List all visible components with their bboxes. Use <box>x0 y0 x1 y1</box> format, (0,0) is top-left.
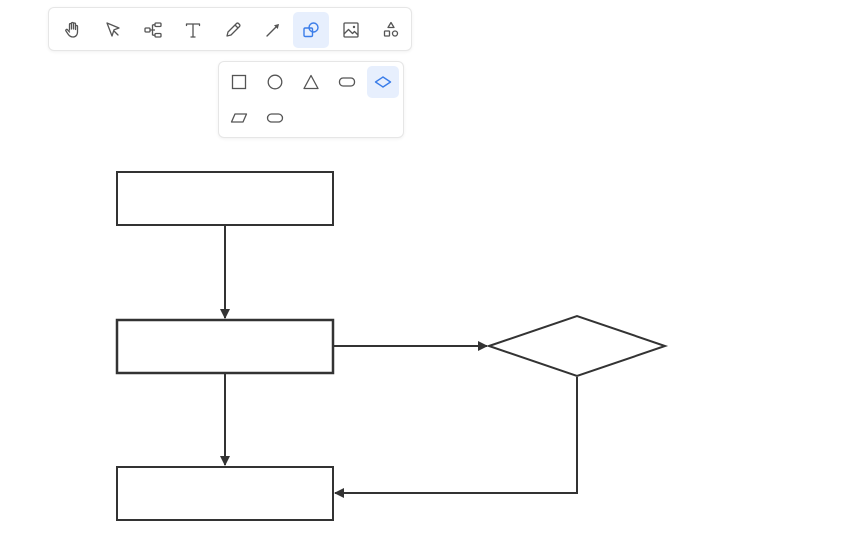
triangle-icon <box>303 74 319 90</box>
rounded-rect-icon <box>338 77 356 87</box>
more-shapes-button[interactable] <box>373 12 409 48</box>
text-tool-button[interactable] <box>175 12 211 48</box>
process-box-1[interactable] <box>116 171 334 226</box>
decision-diamond[interactable] <box>485 314 669 378</box>
terminal-shape-button[interactable] <box>259 102 291 134</box>
connector-diamond-box3[interactable] <box>334 377 578 498</box>
text-icon <box>185 23 201 38</box>
process-box-2[interactable] <box>115 318 335 375</box>
parallelogram-icon <box>230 113 248 123</box>
hand-icon <box>65 21 79 38</box>
process-box-3[interactable] <box>116 466 334 521</box>
rounded-rectangle-shape-button[interactable] <box>331 66 363 98</box>
select-tool-button[interactable] <box>95 12 131 48</box>
arrow-icon <box>266 24 279 37</box>
stadium-icon <box>266 113 284 123</box>
diamond-shape-button[interactable] <box>367 66 399 98</box>
pencil-icon <box>226 22 241 37</box>
main-toolbar <box>48 7 412 51</box>
diamond-icon <box>374 76 392 88</box>
mindmap-tool-button[interactable] <box>135 12 171 48</box>
shape-tool-button[interactable] <box>293 12 329 48</box>
ellipse-shape-button[interactable] <box>259 66 291 98</box>
shape-library-icon <box>383 21 399 37</box>
arrow-tool-button[interactable] <box>255 12 291 48</box>
mindmap-icon <box>144 22 162 38</box>
image-tool-button[interactable] <box>333 12 369 48</box>
shapes-icon <box>303 22 319 38</box>
rectangle-icon <box>231 74 247 90</box>
hand-tool-button[interactable] <box>55 12 91 48</box>
rectangle-shape-button[interactable] <box>223 66 255 98</box>
shape-picker-panel <box>218 61 404 138</box>
parallelogram-shape-button[interactable] <box>223 102 255 134</box>
triangle-shape-button[interactable] <box>295 66 327 98</box>
circle-icon <box>267 74 283 90</box>
pointer-icon <box>106 22 120 37</box>
image-icon <box>343 22 359 38</box>
pen-tool-button[interactable] <box>215 12 251 48</box>
